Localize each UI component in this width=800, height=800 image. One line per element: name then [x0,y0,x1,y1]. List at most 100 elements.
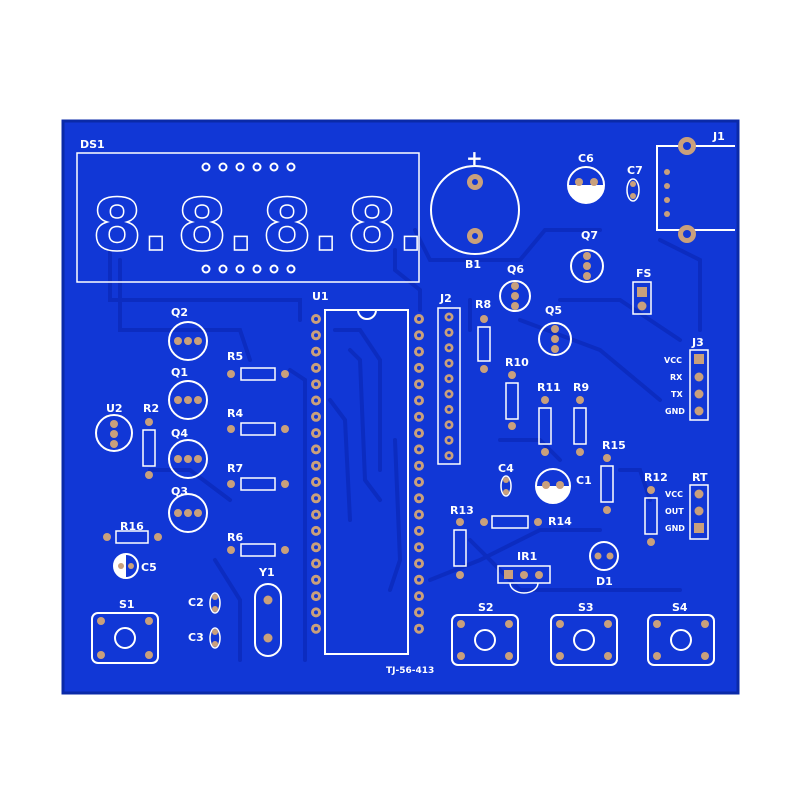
header-j2-pin-hole [447,315,451,319]
ic-u1-pin-hole [314,626,318,631]
ic-u1-pin-hole [314,431,318,436]
display-digit-3: 8. [262,183,339,267]
header-j3: J3 VCC RX TX GND [664,336,709,421]
transistor-q4: Q4 [168,427,208,479]
pcb-edge-shadow [61,119,740,695]
ic-u1-pin-hole [417,382,421,387]
regulator-u2: U2 [95,402,133,452]
ic-u1-right-pins [414,314,424,634]
label-j2: J2 [439,292,452,305]
label-q7: Q7 [581,229,598,242]
label-q2: Q2 [171,306,188,319]
label-r16: R16 [120,520,144,533]
ic-u1-pin-hole [417,349,421,354]
label-y1: Y1 [258,566,275,579]
label-d1: D1 [596,575,613,588]
capacitor-c1: C1 [535,468,592,504]
label-c5: C5 [141,561,157,574]
ic-u1-pin-hole [417,561,421,566]
label-b1: B1 [465,258,481,271]
display-module: DS1 8. 8. 8. 8. [76,138,425,283]
connector-j1: J1 [656,130,735,243]
capacitor-c5: C5 [113,553,157,579]
label-s2: S2 [478,601,494,614]
switch-s3: S3 [550,601,618,666]
label-s4: S4 [672,601,688,614]
j3-pin-tx: TX [671,390,683,399]
ic-u1-pin-hole [417,333,421,338]
rt-pin-vcc: VCC [665,490,683,499]
ic-u1-pin-hole [417,496,421,501]
board-code: TJ-56-413 [386,666,434,676]
ic-u1-pin-hole [314,317,318,321]
label-r2: R2 [143,402,159,415]
ic-u1-pin-hole [417,610,421,615]
led-d1: D1 [589,541,619,588]
display-digit-4: 8. [347,183,424,267]
header-j2-pin-hole [447,438,451,443]
transistor-q3: Q3 [168,485,208,533]
label-c7: C7 [627,164,643,177]
display-digit-1: 8. [92,183,169,267]
ic-u1-pin-hole [417,317,421,321]
transistor-q6: Q6 [499,263,531,312]
label-r9: R9 [573,381,589,394]
ic-u1: U1 [311,290,424,655]
label-c2: C2 [188,596,204,609]
label-r14: R14 [548,515,572,528]
buzzer-plus: + [466,146,483,170]
rt-pin-gnd: GND [665,524,685,533]
header-j2-pin-hole [447,423,451,427]
resistor-r14: R14 [480,515,572,529]
transistor-q2: Q2 [168,306,208,361]
switch-s1: S1 [91,598,159,664]
ic-u1-pin-hole [417,577,421,582]
ic-u1-pin-hole [417,594,421,599]
sensor-rt: RT VCC OUT GND [665,471,709,540]
ic-u1-pin-hole [314,545,318,550]
capacitor-c6: C6 [567,152,605,204]
ic-u1-pin-hole [417,398,421,403]
label-ds1: DS1 [80,138,105,151]
resistor-r15: R15 [600,439,626,514]
ic-u1-pin-hole [417,512,421,517]
fuse-fs: FS [632,267,652,315]
ic-u1-pin-hole [314,561,318,566]
display-digit-2: 8. [177,183,254,267]
ic-u1-pin-hole [417,414,421,419]
ic-u1-pin-hole [314,577,318,582]
ic-u1-pin-hole [417,463,421,468]
label-s3: S3 [578,601,594,614]
receiver-ir1: IR1 [497,550,551,594]
ic-u1-left-pins [311,314,321,634]
ic-u1-pin-hole [417,431,421,436]
label-r8: R8 [475,298,491,311]
header-j2-pin-hole [447,453,451,458]
resistor-r13: R13 [450,504,474,579]
resistor-r9: R9 [573,381,589,456]
j3-pin-gnd: GND [665,407,685,416]
transistor-q1: Q1 [168,366,208,420]
rt-pin-out: OUT [665,507,684,516]
ic-u1-pin-hole [314,480,318,484]
header-j2-pins [444,312,454,461]
header-j2-pin-hole [447,346,451,350]
label-j3: J3 [691,336,704,349]
label-u2: U2 [106,402,123,415]
resistor-r12: R12 [644,471,668,546]
ic-u1-pin-hole [314,333,318,338]
header-j2-pin-hole [447,376,451,381]
header-j2: J2 [437,292,461,465]
ic-u1-pin-hole [314,512,318,517]
display-bottom-pins [201,264,296,274]
ic-u1-pin-hole [314,528,318,533]
ic-u1-pin-hole [417,480,421,484]
buzzer-b1: + B1 [430,146,520,271]
ic-u1-pin-hole [314,463,318,468]
label-c4: C4 [498,462,514,475]
ic-u1-pin-hole [417,545,421,550]
resistor-r16: R16 [103,520,162,544]
label-j1: J1 [712,130,725,143]
ic-u1-pin-hole [314,365,318,370]
